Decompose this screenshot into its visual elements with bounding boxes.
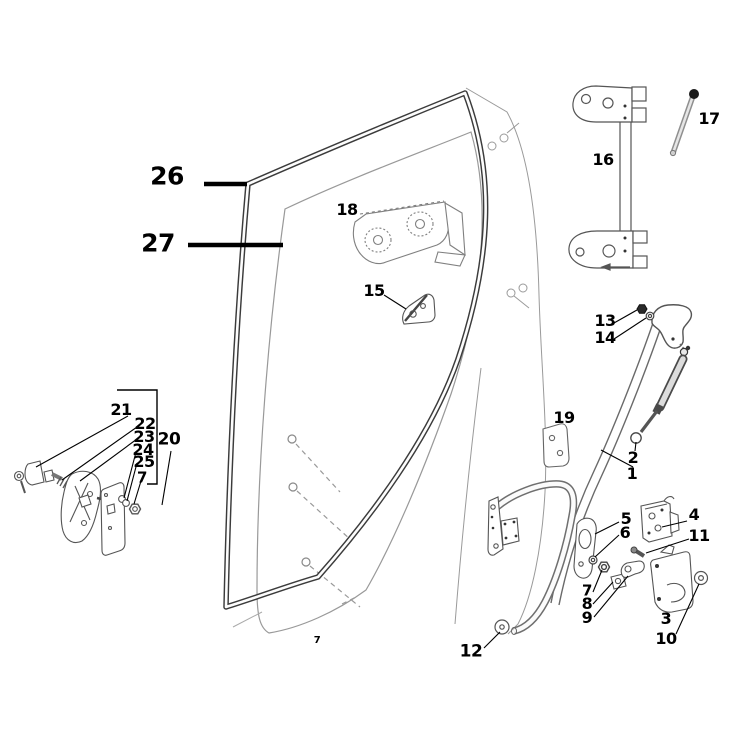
glass-bottom-tick <box>232 611 263 628</box>
nut-13 <box>636 304 648 314</box>
key-ring <box>13 470 25 482</box>
leader-line-4-door-latch <box>661 520 688 528</box>
handle-assembly-cluster <box>13 460 142 556</box>
leader-line-23-door-handle <box>79 438 138 482</box>
glass-hole <box>301 557 311 567</box>
hinge-assembly <box>568 85 648 271</box>
leader-line-12-end-cap <box>483 631 501 649</box>
frame-hole <box>518 283 528 293</box>
hinge-top-plate <box>572 85 633 123</box>
leader-line-8-retainer-plate <box>592 581 614 605</box>
striker-lever-9 <box>620 560 645 578</box>
leader-line-7-handle-nut <box>133 480 142 505</box>
leader-line-13-hinge-nut <box>613 309 638 324</box>
leader-line-6-latch-washer <box>594 534 620 558</box>
latch-nut-7 <box>597 561 611 573</box>
leader-line-15-corner-bracket <box>383 294 407 310</box>
leader-line-21-lock-barrel-key <box>35 415 129 468</box>
leader-line-11-latch-bolt <box>645 538 690 554</box>
glass-hole <box>288 482 298 492</box>
end-cap-12 <box>494 619 510 635</box>
latch-bolt-11 <box>630 546 646 558</box>
hinge-knuckle <box>631 107 647 123</box>
strut-ball-end <box>630 432 642 444</box>
hinge-knuckle <box>632 255 648 269</box>
leader-line-1-frame-rail <box>600 449 634 468</box>
leader-line-22-lock-spring <box>61 426 138 481</box>
washer-14 <box>645 311 655 321</box>
corner-bracket-15 <box>402 293 436 325</box>
strut-clevis <box>679 347 689 357</box>
hinge-knuckle <box>631 86 647 102</box>
mounting-plate-19 <box>542 423 570 468</box>
door-frame-panel <box>454 87 547 635</box>
frame-hole <box>499 133 509 143</box>
washer-25 <box>122 499 130 507</box>
leader-lines-layer <box>35 181 700 649</box>
leader-line-9-striker-lever <box>593 575 629 618</box>
gas-strut <box>630 345 691 444</box>
key-blade <box>20 480 26 494</box>
bracket-20-polyline <box>117 389 158 485</box>
frame-hole <box>506 288 516 298</box>
grab-handle <box>494 480 578 635</box>
leader-line-10-grommet <box>675 583 700 635</box>
frame-hole <box>487 141 497 151</box>
hinge-pin <box>669 89 699 157</box>
door-seal-outline <box>223 90 489 610</box>
door-latch-4 <box>640 496 680 543</box>
leader-line-7-latch-nut <box>592 569 603 593</box>
pin-tip <box>669 149 677 157</box>
hinge-bottom-plate <box>568 230 634 269</box>
leader-line-2-gas-strut <box>634 441 637 452</box>
handle-nut <box>128 503 142 515</box>
lock-barrel <box>43 469 55 483</box>
pin-head <box>689 89 699 99</box>
glass-hole <box>287 434 297 444</box>
leader-line-14-hinge-washer <box>613 317 647 340</box>
rail-top-hook <box>651 304 693 349</box>
strut-rod <box>639 410 659 433</box>
handle-hinge-plate <box>487 496 520 556</box>
grommet-10 <box>693 570 709 586</box>
hinge-arrow <box>600 263 611 271</box>
leader-line-20-handle-assembly <box>161 450 172 506</box>
hinge-knuckle <box>632 230 648 244</box>
door-handle-body <box>60 470 102 544</box>
lock-cylinder <box>24 460 45 486</box>
glass-bracket-18 <box>352 200 466 267</box>
latch-bracket-3 <box>650 544 694 613</box>
leader-line-25-flat-washer <box>126 462 138 502</box>
retainer-plate-8 <box>610 573 627 590</box>
latch-washer-6 <box>588 555 598 565</box>
leader-line-24-lock-washer <box>123 451 137 499</box>
group-bracket-20 <box>117 389 158 485</box>
leader-line-5-latch-plate <box>594 521 620 535</box>
latch-plate-5 <box>573 517 597 579</box>
